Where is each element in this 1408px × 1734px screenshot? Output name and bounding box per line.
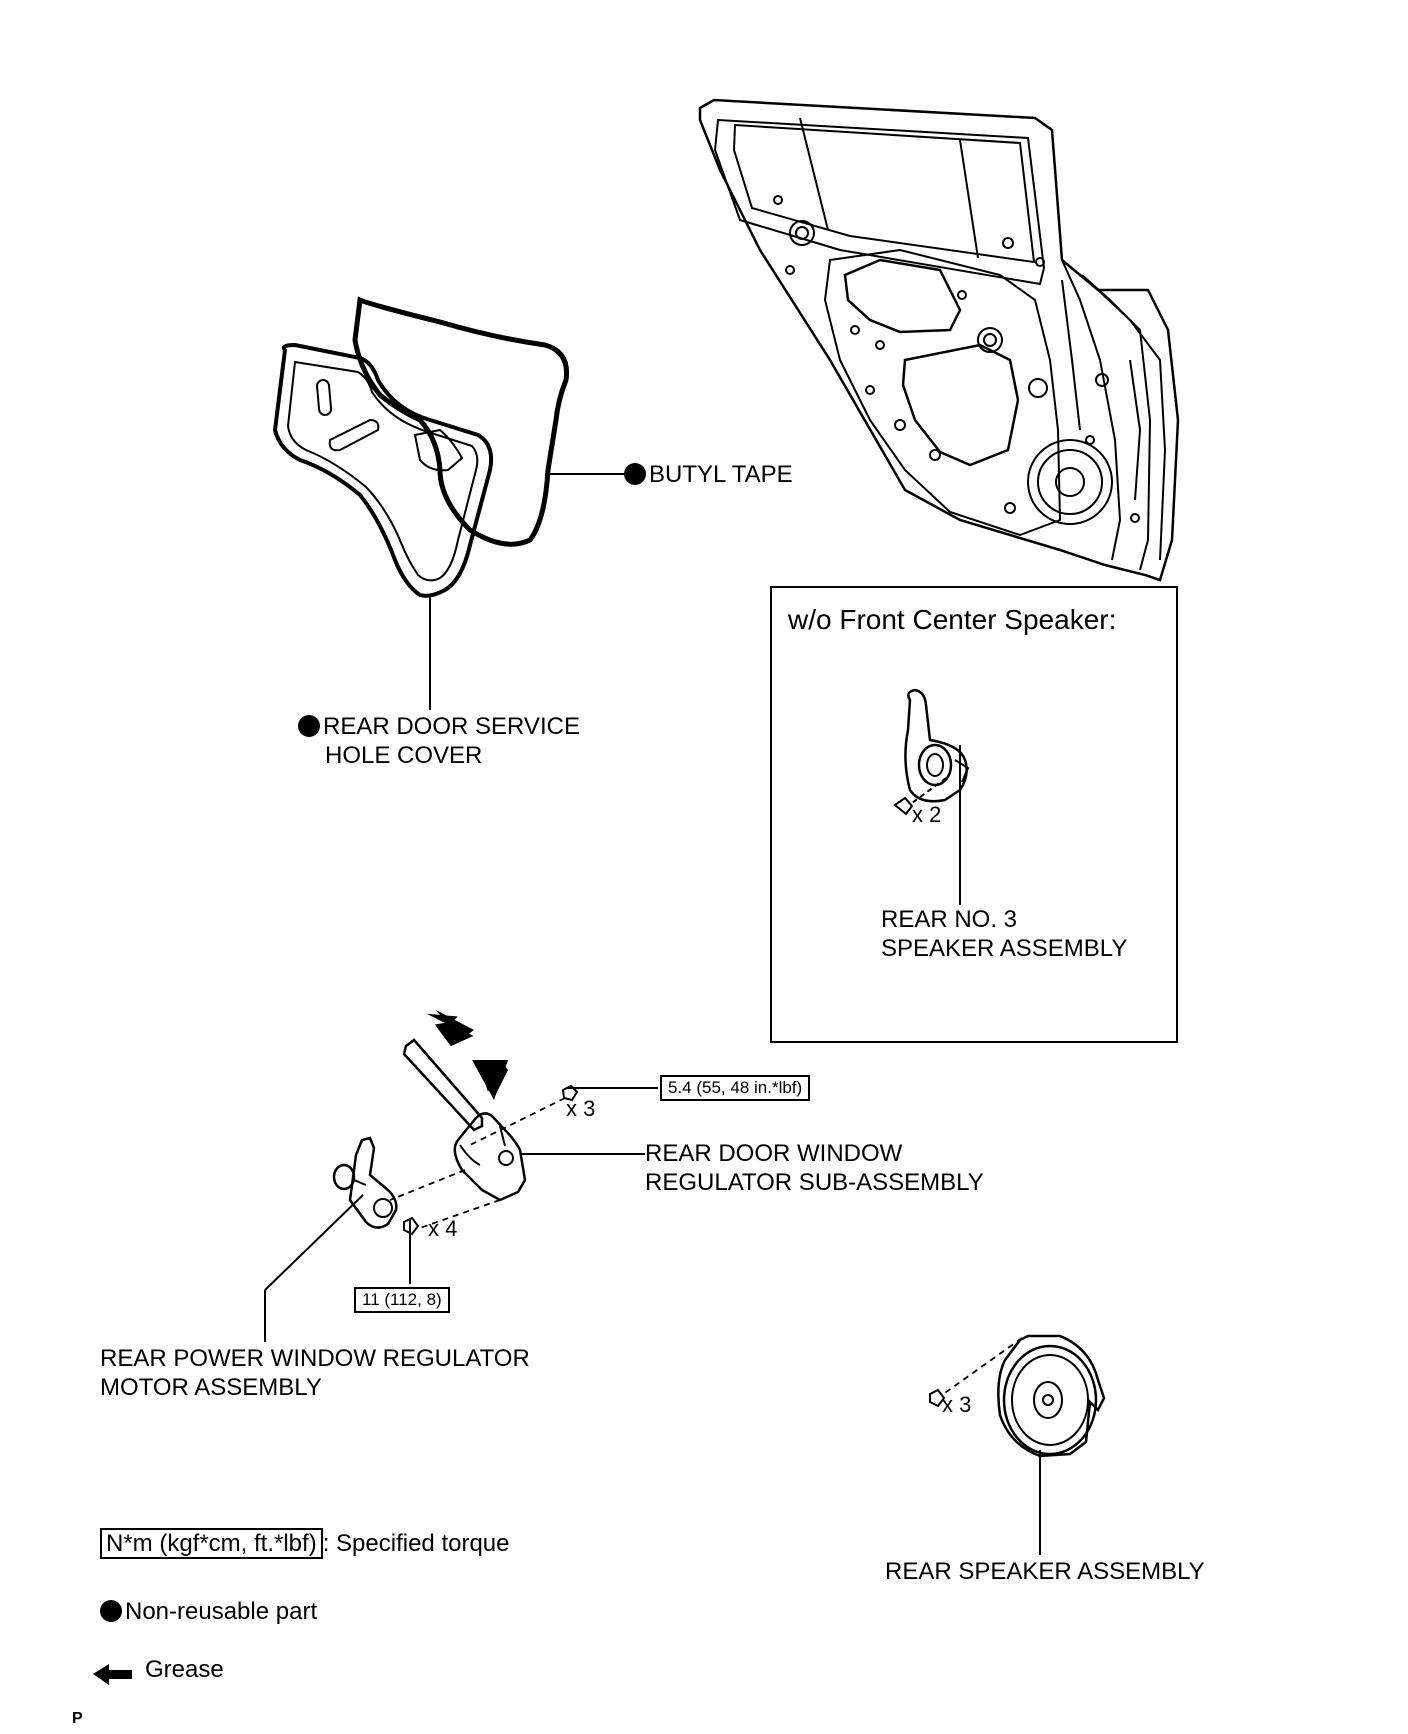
inset-title: w/o Front Center Speaker: xyxy=(788,604,1117,635)
regulator-text-2: REGULATOR SUB-ASSEMBLY xyxy=(645,1169,984,1196)
regulator-drawing xyxy=(402,1038,527,1202)
no3-speaker-text-2: SPEAKER ASSEMBLY xyxy=(881,935,1128,962)
nonreusable-dot-icon xyxy=(100,1600,122,1622)
service-cover-text-2: HOLE COVER xyxy=(325,742,483,769)
motor-drawing xyxy=(332,1136,398,1229)
no3-speaker-qty: x 2 xyxy=(912,802,942,827)
bolts xyxy=(403,1084,946,1408)
service-cover-text-1: REAR DOOR SERVICE xyxy=(323,713,580,740)
motor-text-1: REAR POWER WINDOW REGULATOR xyxy=(100,1345,530,1372)
corner-mark: P xyxy=(72,1710,83,1727)
legend-grease-text: Grease xyxy=(145,1656,224,1683)
door-panel xyxy=(698,98,1180,582)
service-hole-cover-shape xyxy=(272,342,494,598)
service-cover-label: REAR DOOR SERVICE xyxy=(298,712,580,741)
rear-speaker-qty: x 3 xyxy=(942,1392,972,1417)
regulator-upper-qty: x 3 xyxy=(566,1096,596,1121)
rear-speaker-text: REAR SPEAKER ASSEMBLY xyxy=(885,1558,1205,1585)
regulator-lower-torque: 11 (112, 8) xyxy=(354,1287,450,1313)
nonreusable-dot-icon xyxy=(298,715,320,737)
legend-torque-desc: : Specified torque xyxy=(322,1530,510,1557)
butyl-tape-shape xyxy=(352,296,570,547)
butyl-tape-label: BUTYL TAPE xyxy=(624,460,793,489)
regulator-upper-torque: 5.4 (55, 48 in.*lbf) xyxy=(660,1075,811,1101)
assembly-dashed-lines xyxy=(389,1097,1023,1396)
rear-no3-speaker-drawing xyxy=(893,688,970,816)
nonreusable-dot-icon xyxy=(624,463,646,485)
legend-torque-unit: N*m (kgf*cm, ft.*lbf) xyxy=(100,1528,323,1559)
legend-nonreusable-text: Non-reusable part xyxy=(125,1598,318,1625)
grease-legend-arrow xyxy=(93,1664,132,1685)
no3-speaker-text-1: REAR NO. 3 xyxy=(881,906,1018,933)
inset-frame xyxy=(770,586,1178,1043)
leader-lines xyxy=(264,473,1041,1555)
butyl-tape-text: BUTYL TAPE xyxy=(649,461,793,488)
regulator-lower-qty: x 4 xyxy=(428,1216,458,1241)
legend-nonreusable: Non-reusable part xyxy=(100,1597,317,1626)
motor-text-2: MOTOR ASSEMBLY xyxy=(100,1374,322,1401)
regulator-text-1: REAR DOOR WINDOW xyxy=(645,1140,903,1167)
legend-torque: N*m (kgf*cm, ft.*lbf): Specified torque xyxy=(100,1528,510,1559)
rear-speaker-drawing xyxy=(997,1334,1106,1458)
